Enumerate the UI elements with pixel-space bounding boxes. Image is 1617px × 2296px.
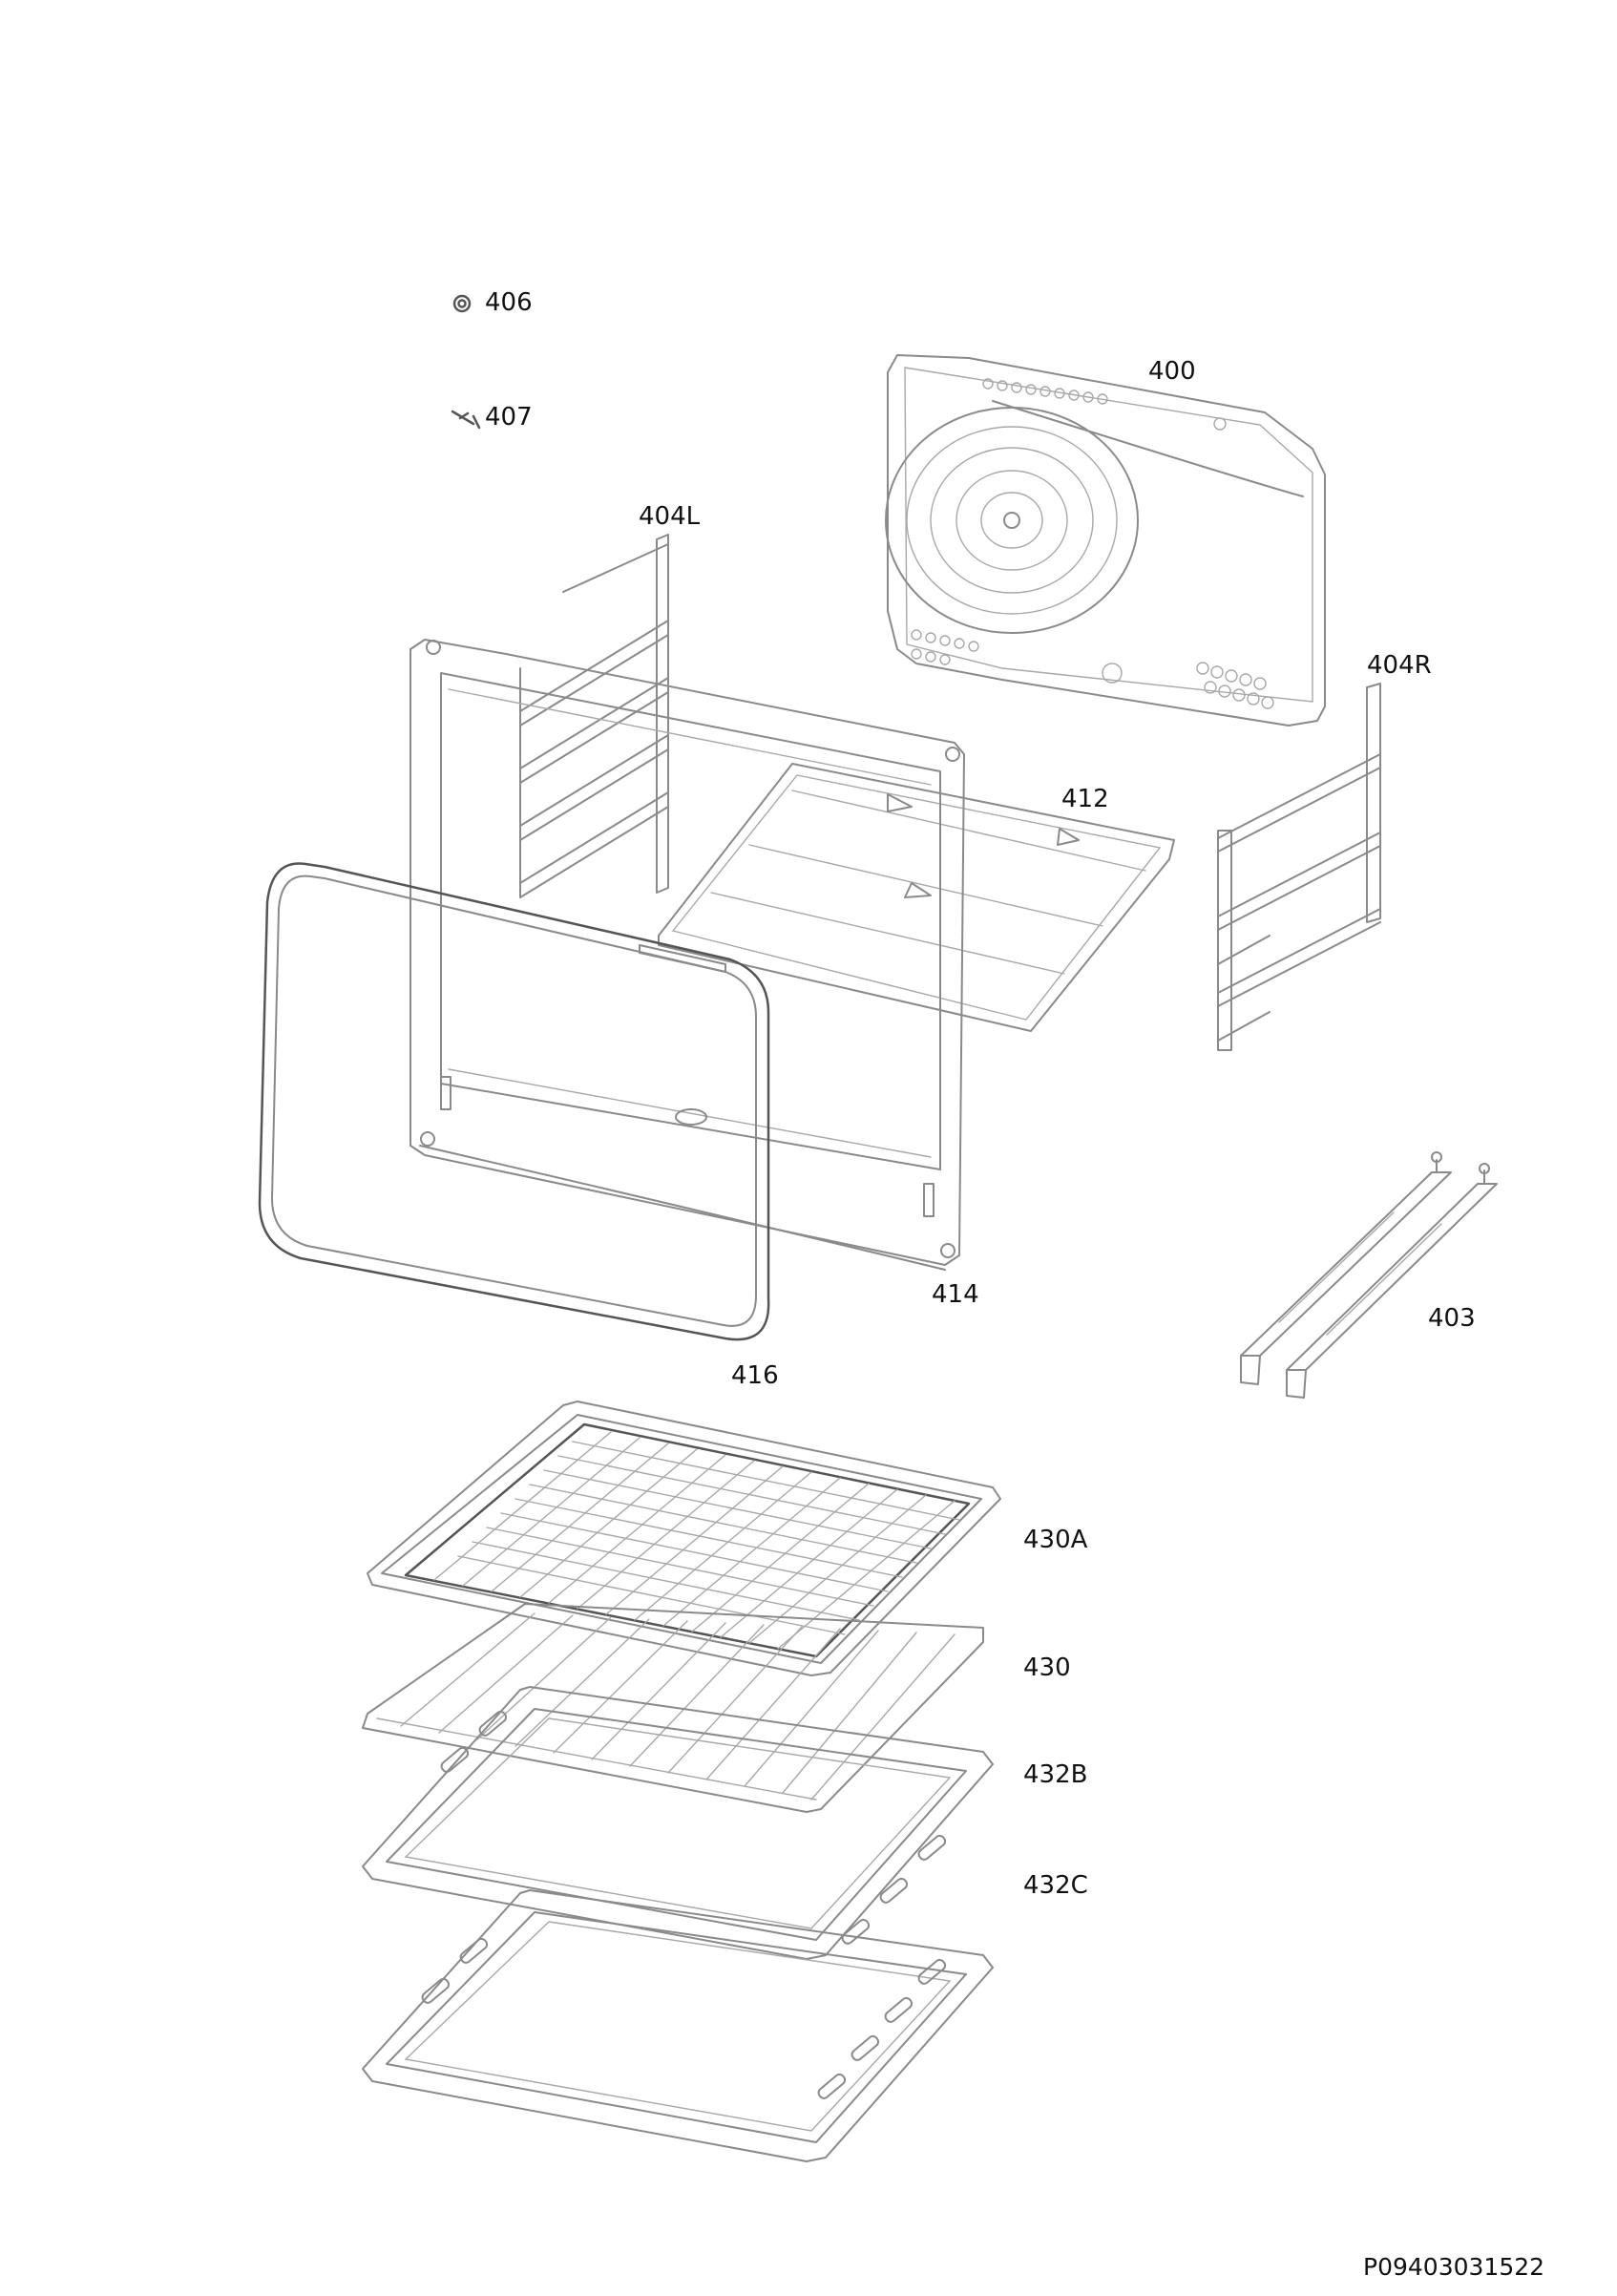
part-403-telescopic-runners: [1240, 1151, 1498, 1399]
label-404L: 404L: [639, 502, 701, 531]
label-430A: 430A: [1023, 1526, 1088, 1554]
part-414-front-frame: [410, 639, 965, 1271]
label-414: 414: [932, 1280, 979, 1309]
label-430: 430: [1023, 1654, 1071, 1682]
label-404R: 404R: [1367, 651, 1432, 680]
label-403: 403: [1428, 1304, 1476, 1333]
part-432C-baking-tray: [362, 1889, 994, 2162]
part-404R-right-rack: [1217, 683, 1381, 1051]
label-406: 406: [485, 288, 533, 317]
part-400-back-panel: [885, 354, 1326, 727]
part-430A-grill-mesh-tray: [367, 1401, 1001, 1676]
part-404L-left-rack: [519, 534, 669, 898]
label-412: 412: [1061, 785, 1109, 813]
part-430-wire-shelf: [362, 1603, 984, 1813]
label-400: 400: [1148, 357, 1196, 386]
part-416-door-gasket: [258, 862, 770, 1341]
part-407-screw: [451, 410, 481, 430]
label-432C: 432C: [1023, 1871, 1088, 1900]
part-432B-baking-tray: [362, 1686, 994, 1960]
document-code: P09403031522: [1363, 2253, 1545, 2281]
label-407: 407: [485, 403, 533, 432]
part-412-bottom-panel: [658, 763, 1175, 1032]
part-406-nut: [452, 294, 472, 313]
label-416: 416: [731, 1361, 779, 1390]
label-432B: 432B: [1023, 1760, 1088, 1789]
